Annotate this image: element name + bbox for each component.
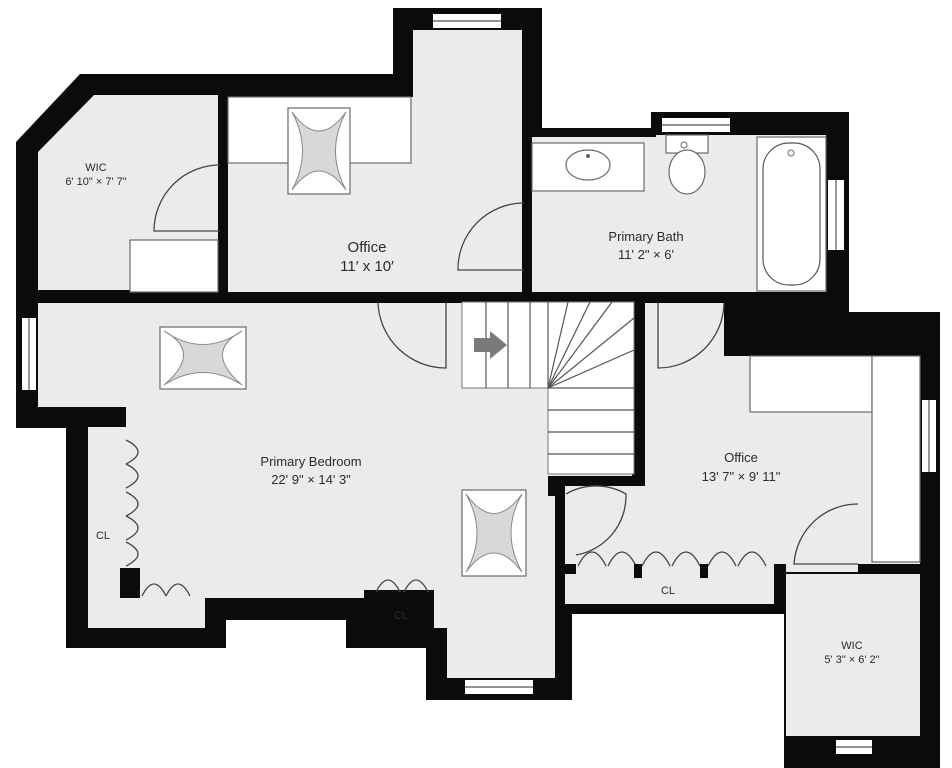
stairs <box>461 301 635 475</box>
office-top-name: Office <box>348 239 387 256</box>
primary-bath-dims: 11' 2" × 6' <box>618 247 674 262</box>
stair-arrow-icon <box>474 331 507 359</box>
wic-left-dims: 6' 10" × 7' 7" <box>65 176 126 188</box>
office-top-dims: 11′ x 10′ <box>340 258 394 275</box>
wic-right-dims: 5' 3" × 6' 2" <box>824 654 879 666</box>
office-right-dims: 13' 7" × 9' 11" <box>702 469 781 484</box>
bathtub <box>756 136 827 292</box>
closet-center-label: CL <box>394 610 408 622</box>
primary-bedroom-dims: 22' 9" × 14' 3" <box>271 472 351 487</box>
primary-bedroom-name: Primary Bedroom <box>260 454 361 469</box>
toilet-icon <box>668 149 706 195</box>
labels: WIC 6' 10" × 7' 7" Office 11′ x 10′ Prim… <box>65 162 879 666</box>
sink-icon <box>565 149 611 181</box>
office-counter <box>749 355 873 413</box>
interior-walls <box>38 95 920 614</box>
fixtures <box>129 96 921 577</box>
closet-office-label: CL <box>661 585 675 597</box>
doors <box>125 164 859 597</box>
office-shelf <box>871 355 921 563</box>
windows <box>22 14 936 754</box>
wic-shelf <box>129 239 219 293</box>
closet-left-label: CL <box>96 530 110 542</box>
wic-right-name: WIC <box>841 640 862 652</box>
office-right-name: Office <box>724 450 758 465</box>
primary-bath-name: Primary Bath <box>608 229 683 244</box>
wic-left-name: WIC <box>85 162 106 174</box>
